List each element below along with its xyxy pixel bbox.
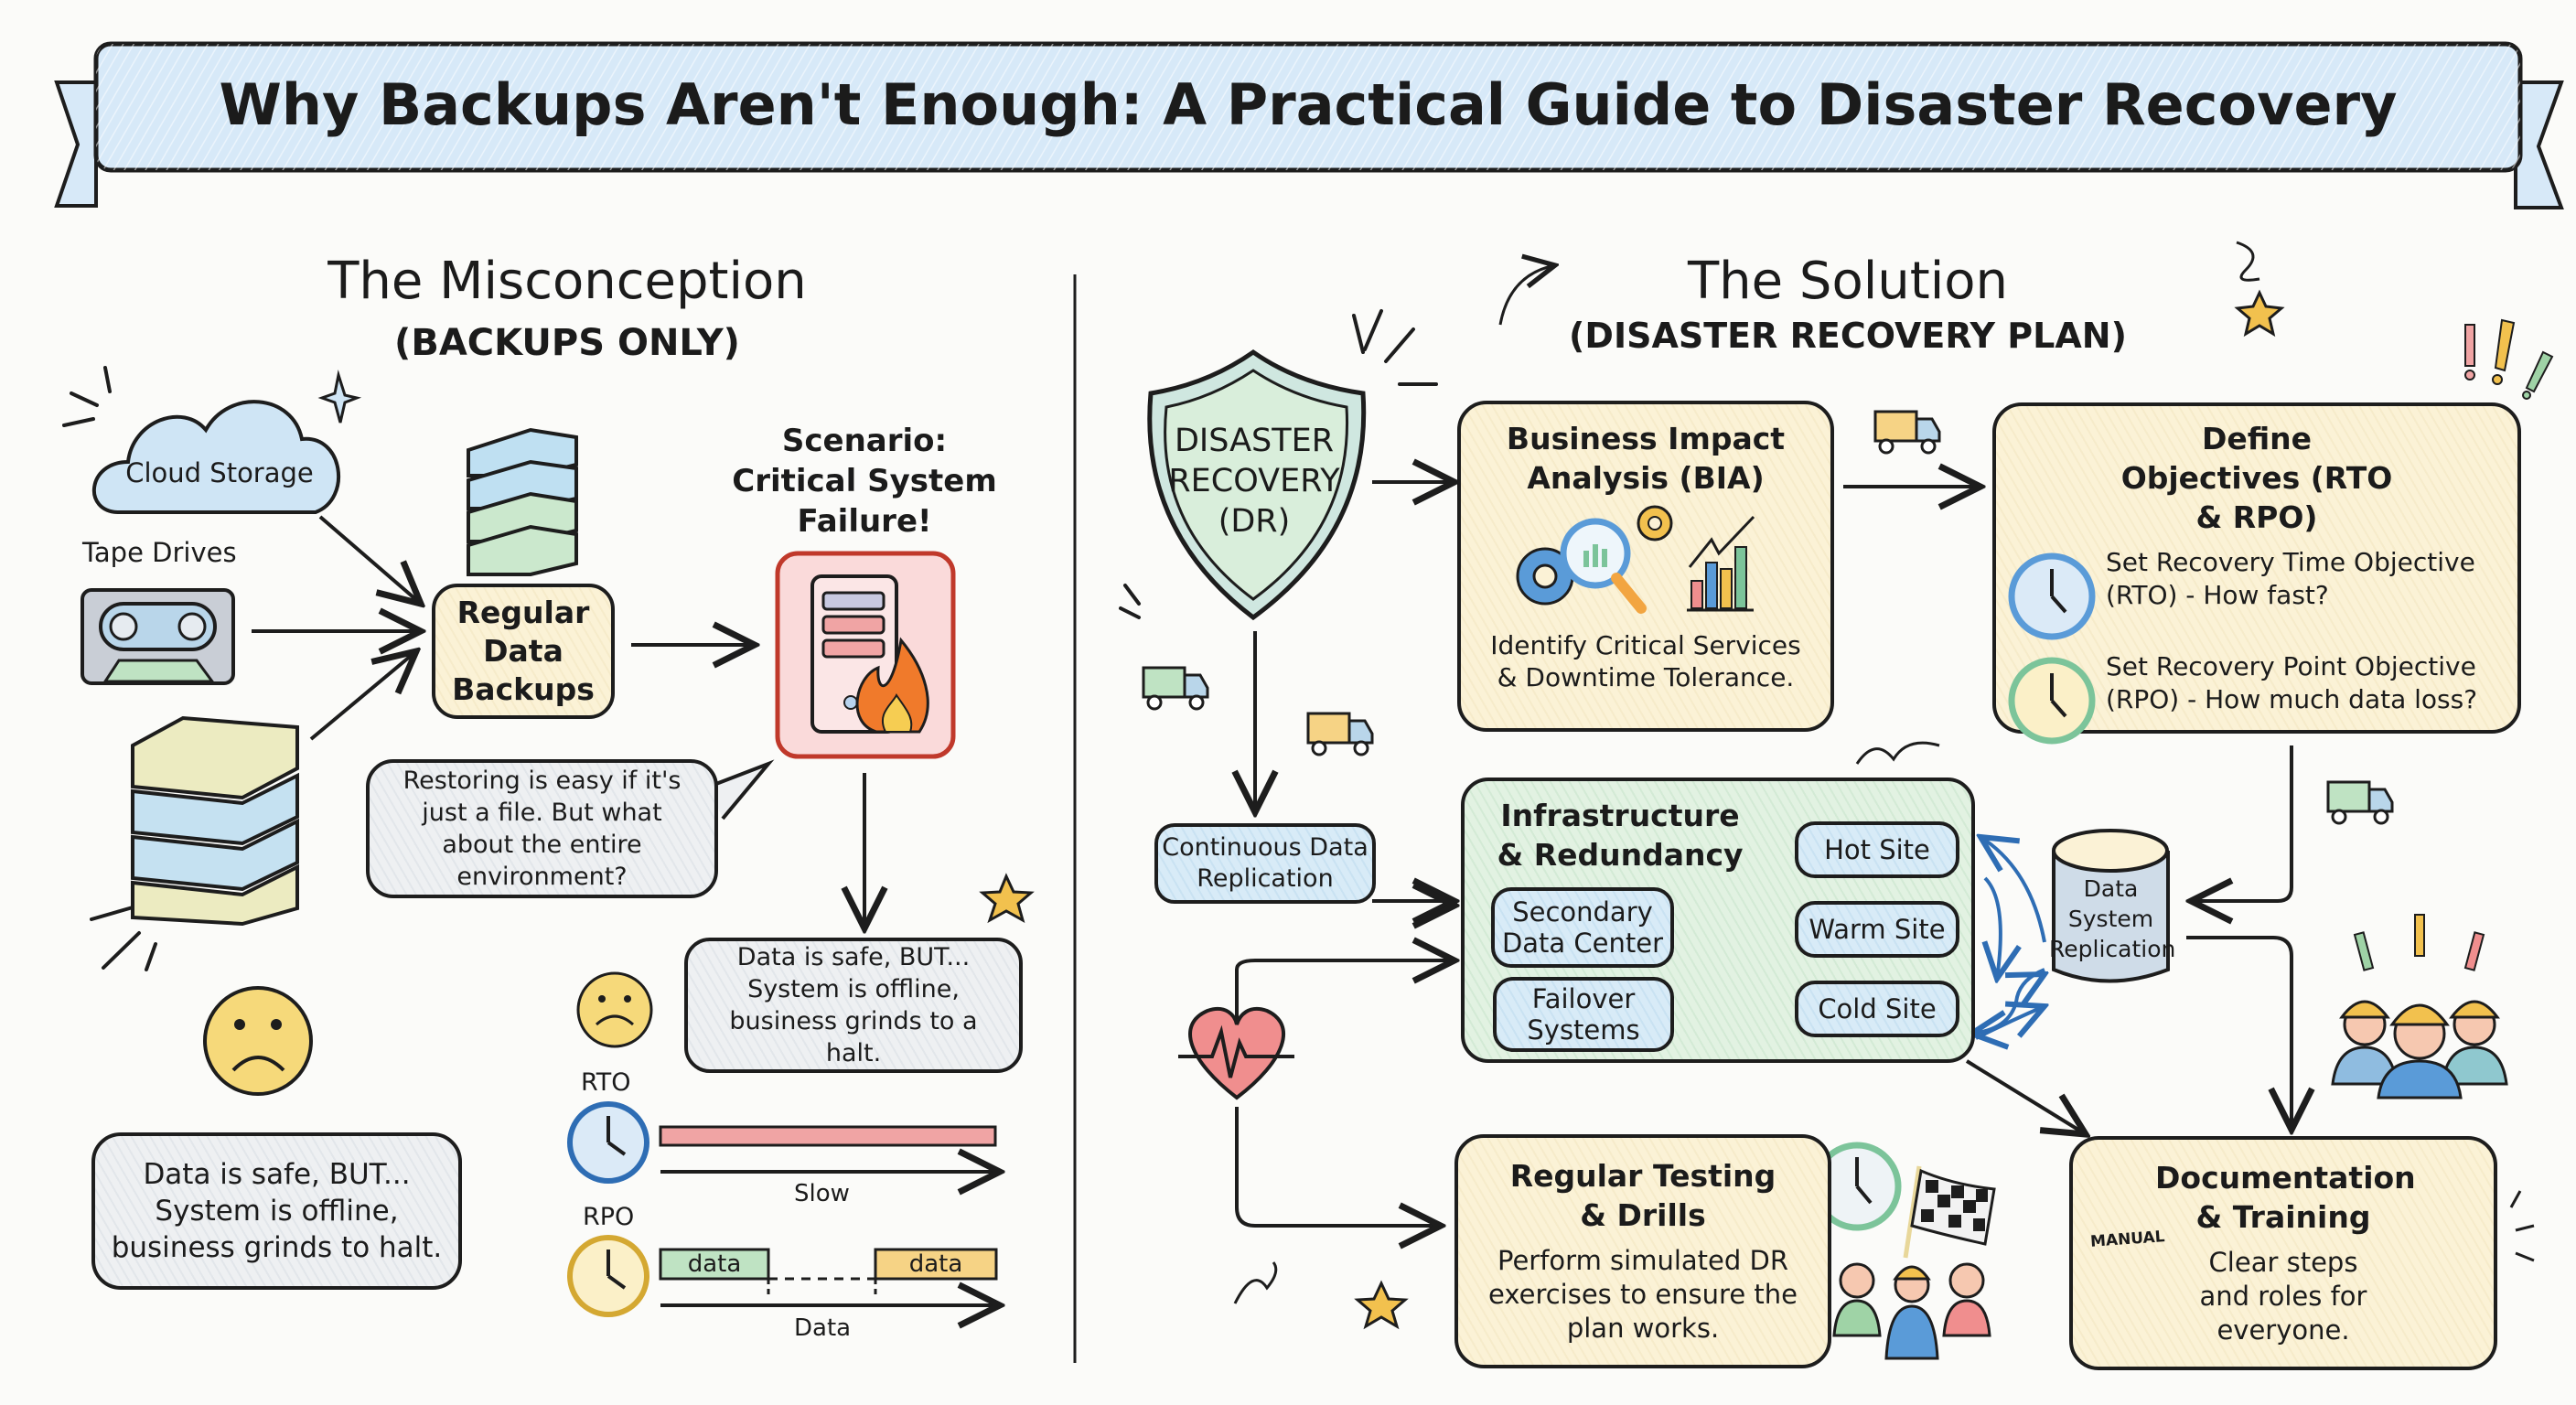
banner-title: Why Backups Aren't Enough: A Practical G… xyxy=(219,71,2398,138)
rto-bar xyxy=(659,1125,997,1147)
rpo-block-2-label: data xyxy=(908,1250,963,1278)
rto-clock-icon xyxy=(567,1101,649,1184)
storage-stack-icon xyxy=(131,715,299,927)
team-icon xyxy=(2331,914,2508,1099)
testing-title: Regular Testing & Drills xyxy=(1509,1158,1776,1233)
rto-axis-label: Slow xyxy=(794,1180,850,1207)
regular-data-backups-box: Regular Data Backups xyxy=(432,584,615,719)
squiggle-doodle xyxy=(1855,741,1940,765)
rpo-row: Set Recovery Point Objective (RPO) - How… xyxy=(1996,650,2517,751)
rto-clock-icon xyxy=(2008,552,2096,640)
documentation-box: Documentation & Training Clear steps and… xyxy=(2069,1136,2497,1370)
rto-text: Set Recovery Time Objective (RTO) - How … xyxy=(2106,547,2475,610)
speech-bubble: Restoring is easy if it's just a file. B… xyxy=(366,759,718,898)
failing-server-icon xyxy=(775,551,956,759)
small-sad-face-icon xyxy=(576,971,653,1048)
rpo-block-2-shape xyxy=(874,1248,998,1281)
bia-box: Business Impact Analysis (BIA) Identify … xyxy=(1457,401,1834,732)
bia-body: Identify Critical Services & Downtime To… xyxy=(1490,630,1801,692)
banner-ribbon xyxy=(54,41,2564,209)
testing-body: Perform simulated DR exercises to ensure… xyxy=(1488,1245,1798,1344)
rpo-block-1-shape xyxy=(659,1248,770,1281)
misconception-subheading: (BACKUPS ONLY) xyxy=(394,322,740,364)
star-icon xyxy=(2234,289,2285,338)
tape-drive-icon xyxy=(80,588,235,685)
infrastructure-title: Infrastructure & Redundancy xyxy=(1497,798,1744,873)
fire-icon xyxy=(855,637,929,734)
rpo-axis-label: Data xyxy=(794,1314,852,1342)
offline-result-text: Data is safe, BUT... System is offline, … xyxy=(729,943,978,1067)
database-icon xyxy=(2052,829,2170,983)
offline-result-box: Data is safe, BUT... System is offline, … xyxy=(684,938,1023,1073)
warm-site-box: Warm Site xyxy=(1795,901,1959,958)
documentation-title: Documentation & Training xyxy=(2155,1160,2416,1235)
sad-face-icon xyxy=(203,986,313,1096)
sparkle-icon xyxy=(317,370,362,424)
squiggle-doodle xyxy=(1233,1261,1278,1304)
server-stack-icon xyxy=(467,427,578,576)
accent-lines-right xyxy=(1119,309,1438,619)
squiggle-doodle xyxy=(2236,241,2260,282)
accent-lines xyxy=(62,366,157,971)
bottom-summary-text: Data is safe, BUT... System is offline, … xyxy=(111,1158,443,1264)
bottom-summary-box: Data is safe, BUT... System is offline, … xyxy=(91,1132,462,1290)
bia-analysis-icon xyxy=(1516,505,1755,614)
objectives-box: Define Objectives (RTO & RPO) Set Recove… xyxy=(1992,402,2521,745)
regular-data-backups-label: Regular Data Backups xyxy=(452,595,595,707)
solution-subheading: (DISASTER RECOVERY PLAN) xyxy=(1569,316,2127,356)
misconception-heading: The Misconception xyxy=(327,252,807,311)
truck-icon xyxy=(1306,712,1374,756)
data-system-replication-label: Data System Replication xyxy=(2049,875,2176,962)
exclamation-icon xyxy=(2464,318,2554,400)
failover-systems-box: Failover Systems xyxy=(1493,977,1674,1052)
cloud-storage-label: Cloud Storage xyxy=(125,457,314,488)
truck-icon xyxy=(1873,410,1941,455)
scenario-label: Scenario: Critical System Failure! xyxy=(732,423,997,540)
tape-drives-label: Tape Drives xyxy=(82,537,237,568)
cloud-icon xyxy=(92,400,340,514)
speech-bubble-text: Restoring is easy if it's just a file. B… xyxy=(402,767,682,891)
star-icon xyxy=(1354,1280,1409,1330)
curved-arrow-doodle xyxy=(1498,265,1555,326)
documentation-body: Clear steps and roles for everyone. xyxy=(2199,1247,2367,1346)
testing-box: Regular Testing & Drills Perform simulat… xyxy=(1454,1134,1831,1368)
bia-title: Business Impact Analysis (BIA) xyxy=(1506,421,1786,496)
truck-icon xyxy=(1142,666,1209,711)
rto-label: RTO xyxy=(581,1068,631,1097)
rpo-label: RPO xyxy=(583,1203,635,1231)
heartbeat-icon xyxy=(1178,1006,1294,1100)
checkered-flag-icon xyxy=(1903,1165,1996,1259)
people-icon xyxy=(1832,1262,1991,1360)
rpo-clock-icon xyxy=(2008,657,2096,745)
solution-heading: The Solution xyxy=(1687,252,2009,311)
continuous-replication-box: Continuous Data Replication xyxy=(1154,823,1376,904)
secondary-data-center-box: Secondary Data Center xyxy=(1491,887,1674,968)
rpo-block-1-label: data xyxy=(687,1250,742,1278)
rpo-clock-icon xyxy=(567,1235,649,1317)
rpo-text: Set Recovery Point Objective (RPO) - How… xyxy=(2106,651,2478,714)
cold-site-box: Cold Site xyxy=(1795,981,1959,1037)
truck-icon xyxy=(2326,780,2394,825)
rto-row: Set Recovery Time Objective (RTO) - How … xyxy=(1996,546,2517,647)
star-icon xyxy=(979,873,1035,924)
shield-label: DISASTER RECOVERY (DR) xyxy=(1168,423,1340,540)
objectives-title: Define Objectives (RTO & RPO) xyxy=(2120,421,2393,535)
hot-site-box: Hot Site xyxy=(1795,821,1959,878)
